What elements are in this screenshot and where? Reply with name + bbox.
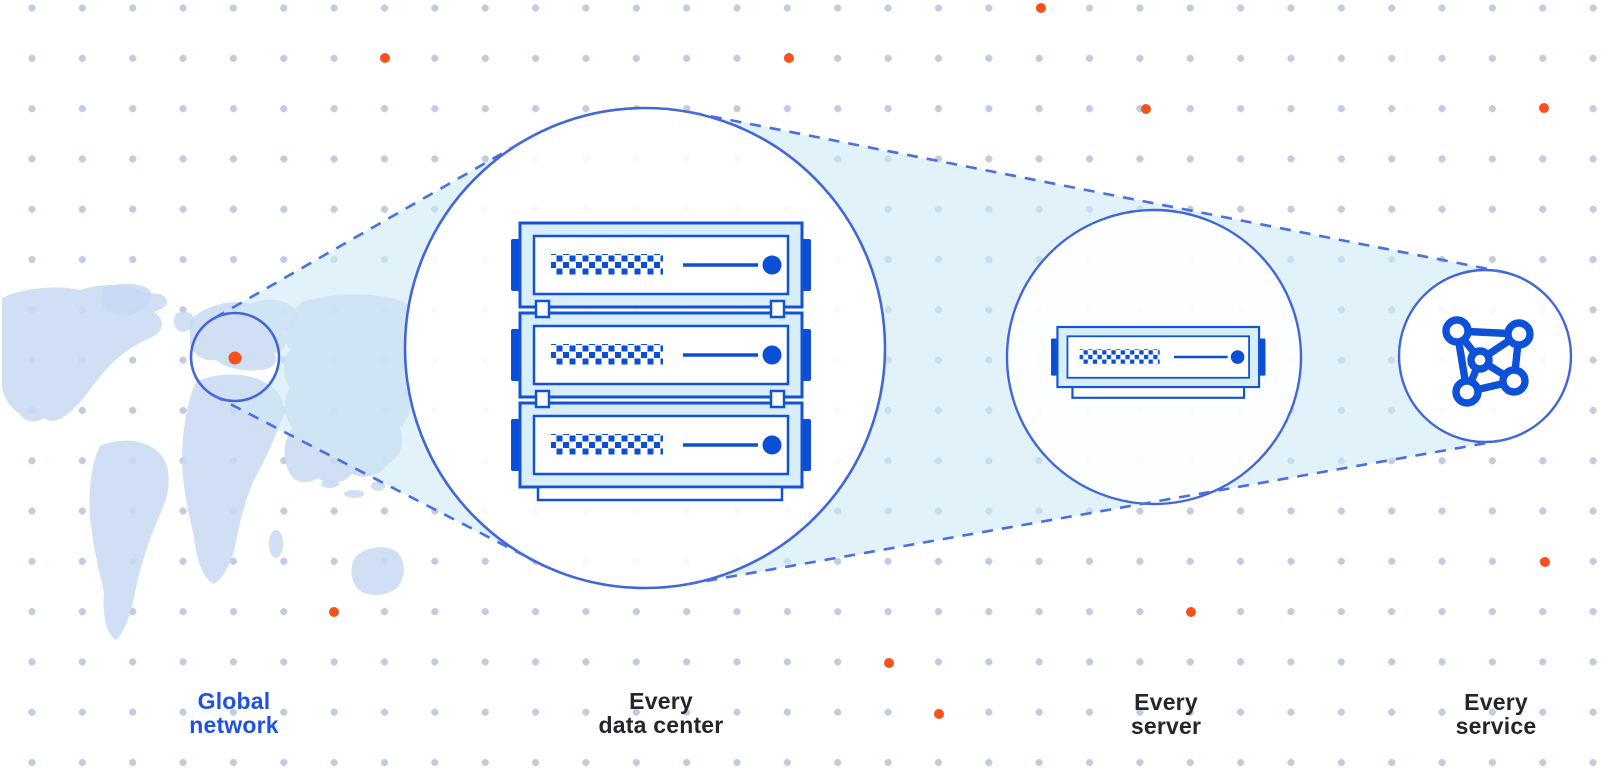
- caption-line: Every: [629, 688, 693, 714]
- network-node: [1499, 366, 1529, 396]
- caption-server: Every server: [1131, 690, 1201, 738]
- network-node-center: [1467, 347, 1493, 373]
- dashed-line-top-right: [690, 111, 1502, 273]
- island-britain: [174, 311, 195, 332]
- network-node: [1442, 316, 1472, 346]
- orange-dot: [934, 709, 944, 719]
- orange-dot: [1539, 103, 1549, 113]
- dashed-line-top-left: [214, 133, 536, 320]
- server-stack-icon: [509, 221, 813, 502]
- map-region-circle: [189, 311, 281, 403]
- orange-dot: [1036, 3, 1046, 13]
- caption-line: Every: [1134, 689, 1198, 715]
- network-node: [1452, 377, 1482, 407]
- orange-dot: [784, 53, 794, 63]
- caption-line: Every: [1464, 689, 1528, 715]
- caption-line: data center: [598, 712, 724, 738]
- continent-greenland: [100, 283, 152, 316]
- island-madagascar: [269, 530, 283, 558]
- caption-global-network: Global network: [189, 689, 279, 737]
- network-graph-icon: [1442, 316, 1534, 407]
- island-borneo: [371, 481, 385, 491]
- caption-line: network: [189, 712, 279, 738]
- continent-australia: [351, 547, 404, 596]
- rack-connector: [534, 299, 551, 319]
- island-java: [344, 490, 364, 498]
- server-icon: [1049, 325, 1267, 399]
- caption-data-center: Every data center: [599, 689, 724, 737]
- continent-south-america: [89, 440, 169, 640]
- rack-connector: [534, 389, 551, 409]
- caption-service: Every service: [1456, 690, 1537, 738]
- orange-dot: [1141, 104, 1151, 114]
- island-sumatra: [321, 480, 339, 488]
- rack-connector: [769, 299, 786, 319]
- orange-network-dots: [228, 3, 1550, 719]
- orange-dot: [329, 607, 339, 617]
- orange-dot: [1186, 607, 1196, 617]
- caption-line: Global: [197, 688, 271, 714]
- rack-base: [536, 485, 784, 502]
- continent-africa: [182, 374, 284, 584]
- orange-dot: [1540, 557, 1550, 567]
- continent-north-america: [2, 284, 168, 422]
- caption-line: server: [1130, 713, 1202, 739]
- orange-dot: [380, 53, 390, 63]
- caption-line: service: [1455, 713, 1537, 739]
- dashed-tangent-lines: [212, 111, 1502, 586]
- zoom-cone-left: [213, 134, 535, 557]
- dashed-line-bottom-right: [686, 439, 1501, 586]
- server-base: [1071, 385, 1246, 399]
- network-node: [1504, 319, 1534, 349]
- rack-connector: [769, 389, 786, 409]
- orange-dot: [228, 351, 242, 365]
- orange-dot: [884, 658, 894, 668]
